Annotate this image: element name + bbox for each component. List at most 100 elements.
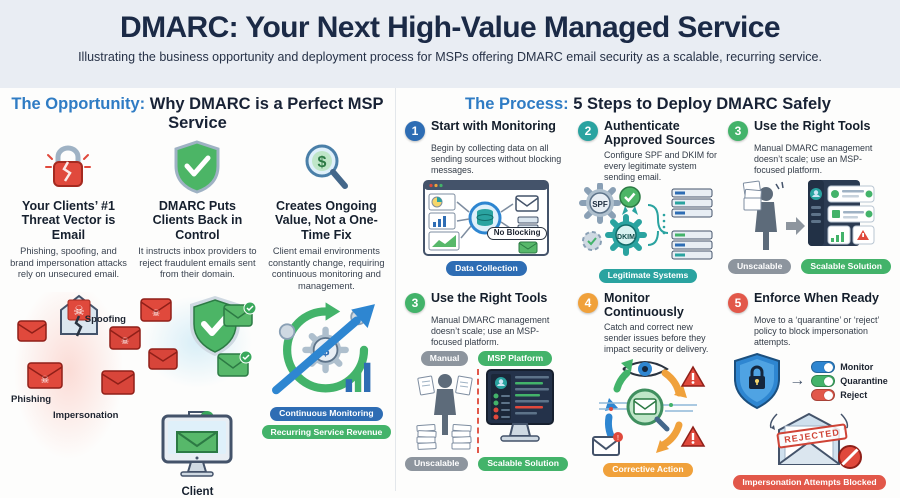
step-3-body: Manual DMARC management doesn’t scale; u… (753, 143, 873, 176)
step-5-title: Enforce When Ready (753, 291, 879, 305)
recurring-revenue-pill: Recurring Service Revenue (261, 425, 392, 440)
control-body: It instructs inbox providers to reject f… (138, 246, 257, 280)
msp-dashboard-icon (808, 180, 875, 247)
step-4-badge: 4 (577, 293, 598, 313)
opportunity-heading: The Opportunity: Why DMARC is a Perfect … (4, 95, 391, 133)
reject-toggle-label: Reject (840, 390, 868, 401)
spf-gear-icon: SPF (578, 182, 621, 224)
opportunity-col-control: DMARC Puts Clients Back in Control It in… (133, 137, 262, 498)
approved-email-icon (223, 302, 257, 328)
verified-badge-icon (619, 186, 641, 215)
opportunity-col-value: $ Creates Ongoing Value, Not a One-Time … (261, 137, 392, 498)
manual-platform-divider (477, 368, 480, 453)
flagged-email-icon: ! (591, 431, 623, 456)
step-3-tools-bottom: 3 Use the Right Tools Manual DMARC manag… (400, 290, 573, 486)
reject-toggle-row: Reject (811, 389, 888, 402)
threat-illustration: ☠ ☠ ☠ Spoofin (9, 292, 141, 468)
paper-stack-icon (416, 423, 438, 450)
main-content: The Opportunity: Why DMARC is a Perfect … (0, 88, 900, 498)
prohibited-icon (838, 445, 863, 470)
svg-text:!: ! (617, 435, 619, 442)
value-title: Creates Ongoing Value, Not a One-Time Fi… (274, 199, 378, 242)
quarantine-toggle-row: Quarantine (811, 375, 888, 388)
svg-text:☠: ☠ (152, 308, 160, 318)
unscalable-pill: Unscalable (727, 259, 792, 274)
quarantine-toggle-label: Quarantine (840, 376, 888, 387)
manual-vs-platform-illustration (405, 368, 568, 454)
lock-shield-icon (734, 353, 781, 410)
server-stack-icon (671, 230, 713, 260)
step-1-badge: 1 (404, 121, 425, 141)
arrow-right-icon: → (789, 372, 806, 390)
opportunity-columns: Your Clients’ #1 Threat Vector is Email … (4, 137, 392, 498)
spoof-email-icon: ☠ (109, 326, 141, 350)
step-5-body: Move to a ‘quarantine’ or ‘reject’ polic… (753, 315, 880, 348)
monitor-cycle-illustration: ! (581, 355, 715, 463)
svg-text:DKIM: DKIM (617, 234, 635, 241)
unscalable-pill: Unscalable (404, 456, 469, 472)
svg-text:☠: ☠ (121, 336, 129, 346)
step-4-title: Monitor Continuously (603, 291, 684, 319)
database-icon (476, 209, 494, 227)
process-steps: 1 Start with Monitoring Begin by collect… (400, 118, 896, 490)
step-2-authenticate: 2 Authenticate Approved Sources Configur… (573, 118, 723, 290)
server-stack-icon (671, 188, 713, 218)
process-heading-accent: The Process: (465, 95, 569, 113)
paper-icon (455, 375, 474, 396)
monitor-toggle-row: Monitor (811, 361, 888, 374)
malicious-email-icon: ☠ (53, 294, 105, 338)
paper-stack-icon (743, 180, 763, 211)
eye-icon (622, 360, 669, 377)
monitor-toggle-label: Monitor (840, 362, 874, 373)
control-illustration: ☠ (137, 292, 257, 393)
step-3-badge: 3 (727, 121, 748, 141)
threat-body: Phishing, spoofing, and brand impersonat… (10, 246, 127, 280)
value-illustration: $ (267, 293, 386, 405)
step-4-body: Catch and correct new sender issues befo… (603, 321, 709, 354)
control-title: DMARC Puts Clients Back in Control (152, 199, 243, 242)
step-2-body: Configure SPF and DKIM for every legitim… (603, 149, 717, 182)
client-monitor-icon (161, 411, 233, 477)
process-heading: The Process: 5 Steps to Deploy DMARC Saf… (400, 95, 896, 114)
svg-text:☠: ☠ (41, 375, 50, 386)
opportunity-heading-accent: The Opportunity: (11, 95, 146, 113)
value-pills: Continuous Monitoring Recurring Service … (261, 406, 392, 440)
opportunity-section: The Opportunity: Why DMARC is a Perfect … (0, 88, 396, 498)
step-5-badge: 5 (727, 293, 748, 313)
dkim-gear-icon: DKIM (604, 213, 647, 256)
step-4-monitor: 4 Monitor Continuously Catch and correct… (573, 290, 723, 486)
header-banner: DMARC: Your Next High-Value Managed Serv… (0, 0, 900, 88)
magnifier-dollar-icon: $ (267, 139, 386, 195)
paper-stack-icon (451, 423, 473, 450)
email-icon (515, 195, 540, 213)
impersonation-blocked-pill: Impersonation Attempts Blocked (733, 475, 886, 490)
step-1-body: Begin by collecting data on all sending … (430, 143, 562, 176)
warning-triangle-icon (680, 365, 706, 387)
data-collection-pill: Data Collection (446, 261, 527, 276)
check-gear-icon (581, 230, 602, 251)
paper-icon (417, 375, 436, 396)
step-5-enforce: 5 Enforce When Ready Move to a ‘quaranti… (723, 290, 896, 490)
scalable-solution-pill: Scalable Solution (801, 259, 891, 274)
msp-platform-pill: MSP Platform (478, 351, 553, 366)
process-heading-rest: 5 Steps to Deploy DMARC Safely (568, 95, 831, 113)
phishing-email-icon (17, 320, 47, 342)
magnifier-email-icon (626, 388, 670, 432)
step-1-title: Start with Monitoring (430, 119, 556, 133)
impersonation-email-icon (101, 370, 135, 395)
scalable-solution-pill: Scalable Solution (478, 456, 568, 472)
no-blocking-tag: No Blocking (486, 226, 548, 241)
warning-triangle-icon (680, 425, 706, 447)
blocked-email-icon: ☠ (140, 298, 172, 322)
step-2-title: Authenticate Approved Sources (603, 119, 716, 147)
skull-email-icon: ☠ (27, 362, 63, 389)
continuous-monitoring-pill: Continuous Monitoring (270, 406, 383, 422)
step-1-monitoring: 1 Start with Monitoring Begin by collect… (400, 118, 573, 290)
bar-chart-icon (345, 362, 371, 392)
svg-text:$: $ (318, 154, 327, 171)
page-title: DMARC: Your Next High-Value Managed Serv… (120, 11, 781, 44)
broken-padlock-icon (9, 139, 128, 195)
opportunity-heading-rest: Why DMARC is a Perfect MSP Service (145, 95, 384, 132)
phishing-label: Phishing (11, 394, 52, 406)
manual-pill: Manual (420, 351, 469, 366)
